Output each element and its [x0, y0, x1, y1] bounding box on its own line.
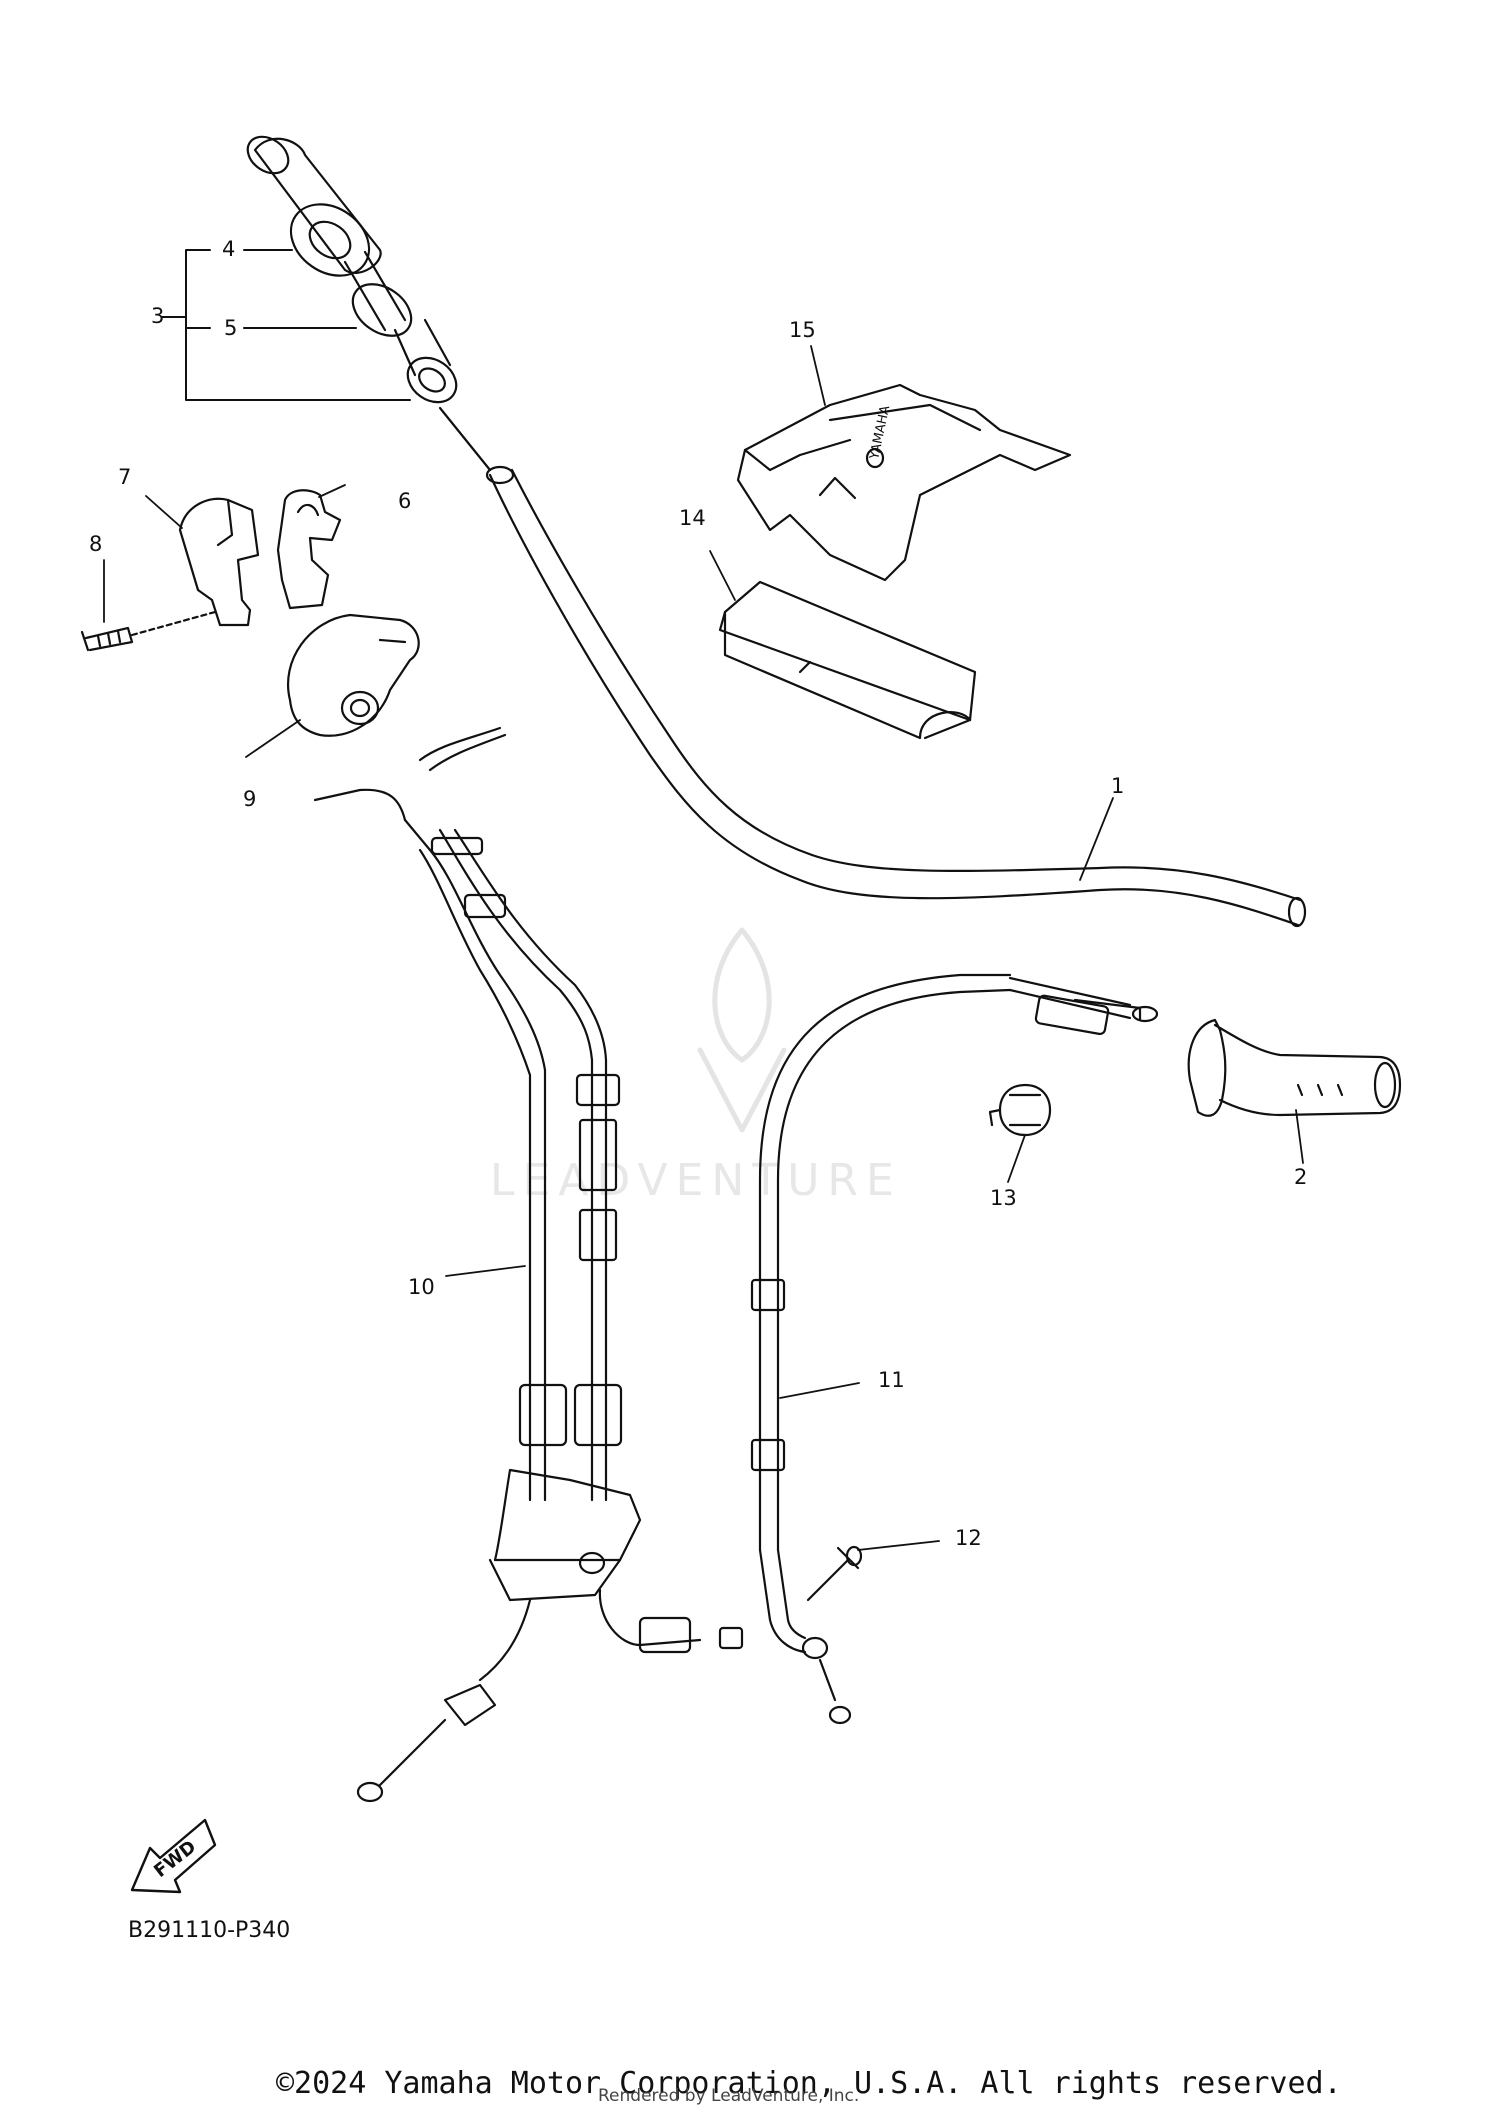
handlebar-cover[interactable]	[736, 383, 1072, 582]
throttle-housing-upper[interactable]	[178, 497, 260, 627]
forward-direction-arrow-icon	[130, 1818, 217, 1894]
leadventure-watermark: LEADVENTURE	[490, 1155, 902, 1206]
callout-1: 1	[1111, 774, 1125, 798]
callout-13: 13	[990, 1186, 1017, 1210]
leader-lines	[103, 345, 1304, 1551]
callout-7: 7	[118, 465, 132, 489]
grip-leader-line	[438, 406, 492, 472]
callout-5: 5	[224, 316, 238, 340]
screw[interactable]	[80, 626, 134, 652]
throttle-housing-lower[interactable]	[276, 489, 342, 610]
left-grip-assembly[interactable]	[241, 129, 465, 411]
fwd-label: FWD	[150, 1836, 200, 1882]
callout-8: 8	[89, 532, 103, 556]
callout-11: 11	[878, 1368, 905, 1392]
clutch-cable-adjuster[interactable]	[988, 1083, 1052, 1137]
callout-3: 3	[151, 304, 165, 328]
rendered-by-credit: Rendered by LeadVenture, Inc.	[598, 2086, 860, 2106]
copyright-notice: ©2024 Yamaha Motor Corporation, U.S.A. A…	[276, 2066, 1342, 2101]
callout-9: 9	[243, 787, 257, 811]
callout-bracket-3	[161, 249, 411, 401]
callout-14: 14	[679, 506, 706, 530]
watermark-logo-icon	[697, 927, 787, 1133]
callout-10: 10	[408, 1275, 435, 1299]
callout-2: 2	[1294, 1165, 1308, 1189]
callout-6: 6	[398, 489, 412, 513]
throttle-cable-assembly[interactable]	[313, 726, 744, 1803]
throttle-pulley[interactable]	[287, 613, 420, 737]
clutch-cable[interactable]	[750, 973, 1159, 1725]
diagram-reference-code: B291110-P340	[128, 1918, 291, 1943]
callout-15: 15	[789, 318, 816, 342]
callout-4: 4	[222, 237, 236, 261]
callout-12: 12	[955, 1526, 982, 1550]
handlebar[interactable]	[485, 465, 1307, 928]
right-grip[interactable]	[1187, 1018, 1402, 1117]
cable-tie[interactable]	[806, 1545, 863, 1602]
handlebar-pad[interactable]	[718, 580, 977, 740]
screw-guide-line	[130, 610, 217, 637]
